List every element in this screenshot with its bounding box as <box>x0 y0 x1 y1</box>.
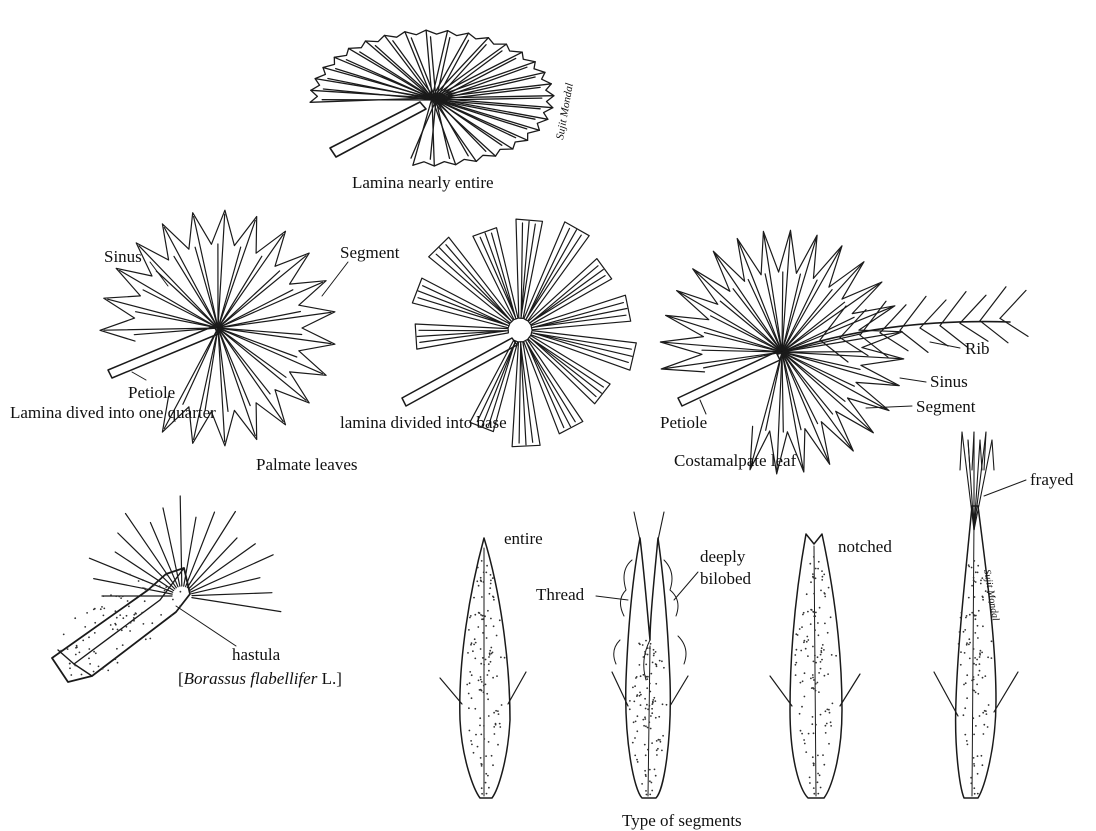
segment-thread-label: Thread <box>536 585 585 604</box>
costa-petiole-label: Petiole <box>660 413 707 432</box>
costa-leaf-caption: Costamalpate leaf <box>674 451 797 470</box>
segment-entire-drawing <box>440 538 526 798</box>
costa-rib-label: Rib <box>965 339 990 358</box>
segment-notched-label: notched <box>838 537 892 556</box>
segment-frayed-drawing: Sujit Mondal <box>934 432 1026 798</box>
segment-bilobed-label: bilobed <box>700 569 751 588</box>
segment-entire-label: entire <box>504 529 543 548</box>
quarter-petiole-label: Petiole <box>128 383 175 402</box>
base-leaf-caption: lamina divided into base <box>340 413 507 432</box>
quarter-leaf-caption: Lamina dived into one quarter <box>10 403 216 422</box>
hastula-petiole <box>52 568 190 682</box>
costa-sinus-label: Sinus <box>930 372 968 391</box>
entire-leaf-caption: Lamina nearly entire <box>352 173 494 192</box>
segment-types-caption: Type of segments <box>622 811 742 830</box>
quarter-sinus-label: Sinus <box>104 247 142 266</box>
quarter-segment-label: Segment <box>340 243 400 262</box>
hastula-species-name: Borassus flabellifer <box>184 669 318 688</box>
segment-bilobed-drawing <box>596 512 698 798</box>
frayed-signature: Sujit Mondal <box>981 569 1001 622</box>
segment-deeply-label: deeply <box>700 547 746 566</box>
quarter-leaf-petiole <box>108 326 218 378</box>
costa-segment-label: Segment <box>916 397 976 416</box>
entire-leaf-drawing: Sujit Mondal <box>310 30 576 166</box>
segment-frayed-label: frayed <box>1030 470 1074 489</box>
hastula-species: [Borassus flabellifer L.] <box>178 669 342 688</box>
hastula-species-close: L.] <box>317 669 342 688</box>
hastula-label: hastula <box>232 645 281 664</box>
signature: Sujit Mondal <box>554 82 576 140</box>
entire-leaf-petiole <box>330 102 426 157</box>
segment-notched-drawing <box>770 534 860 798</box>
costa-leaf-petiole <box>678 352 780 406</box>
palmate-leaves-caption: Palmate leaves <box>256 455 358 474</box>
